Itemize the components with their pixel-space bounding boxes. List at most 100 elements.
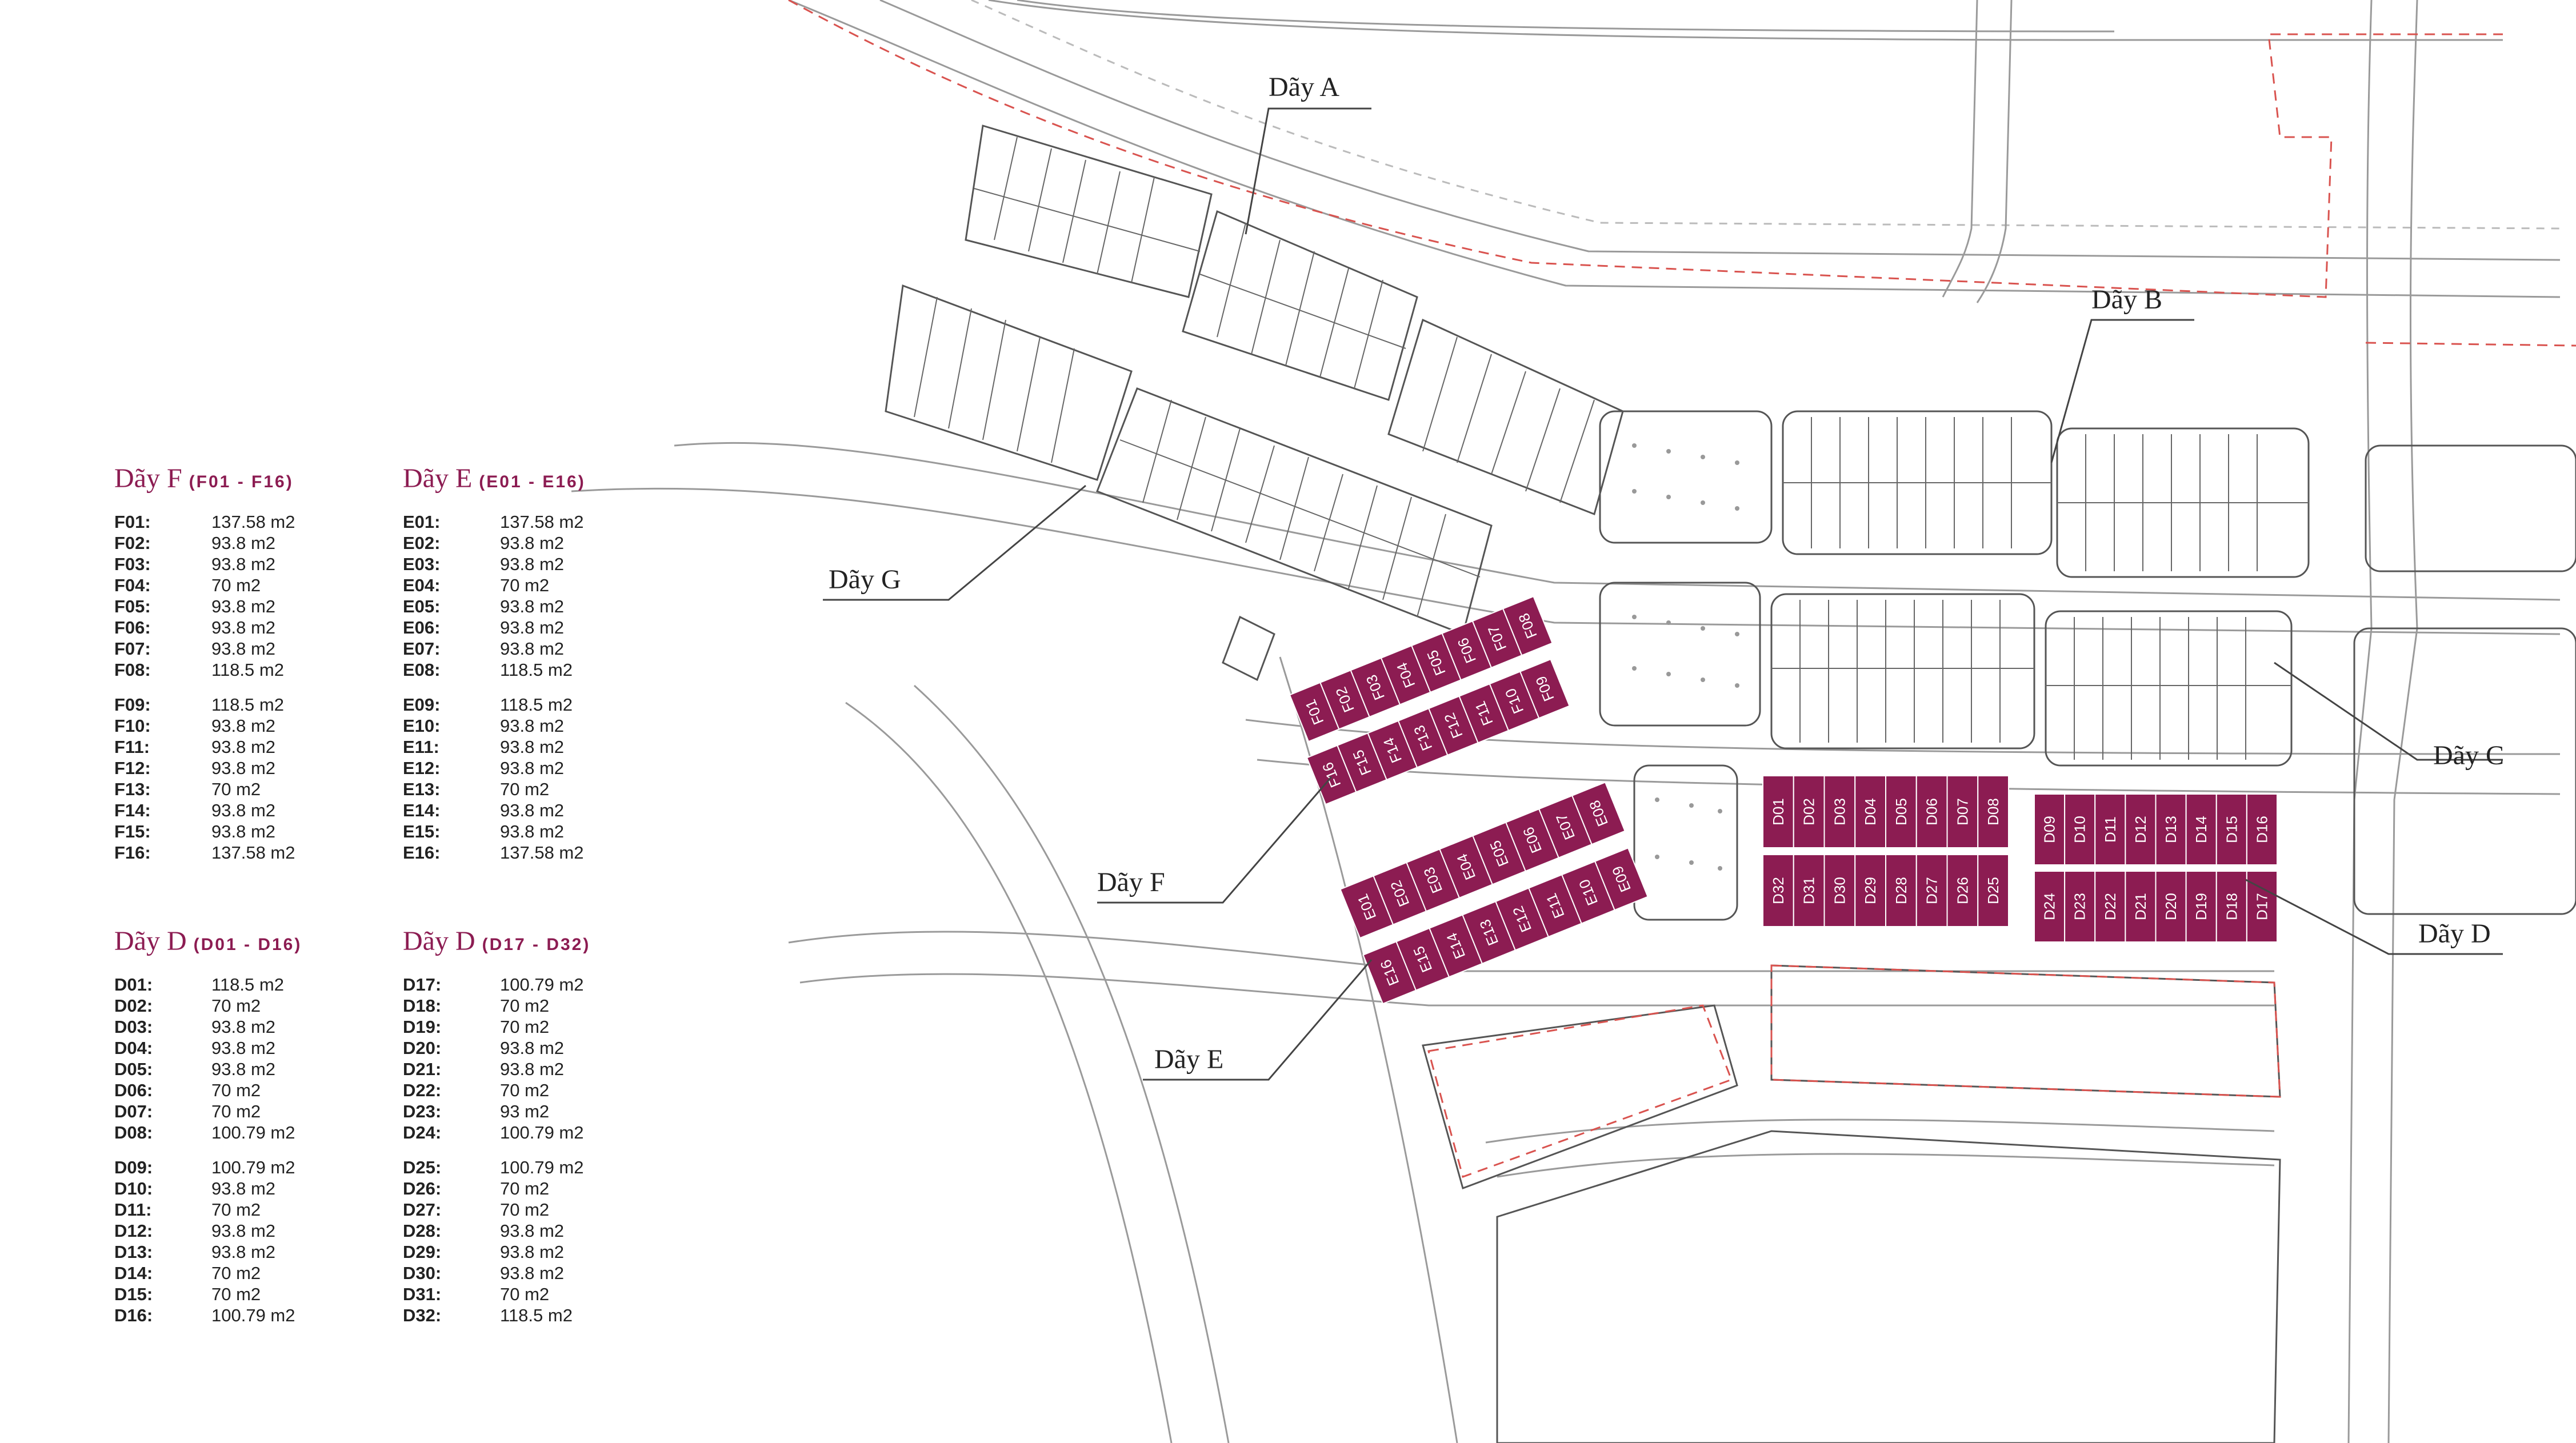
plot-cell[interactable] (1915, 775, 1948, 848)
plot-cell[interactable] (2094, 871, 2126, 943)
plot-code: D04: (114, 1038, 153, 1058)
plot-code: D31: (403, 1284, 442, 1304)
plot-cell[interactable] (1946, 775, 1979, 848)
plot-label: D08 (1985, 798, 2002, 825)
plot-cell[interactable] (1823, 775, 1856, 848)
plot-cell[interactable] (1977, 775, 2009, 848)
plot-cell[interactable] (2215, 793, 2247, 865)
plot-cell[interactable] (2185, 793, 2217, 865)
plot-cell[interactable] (1854, 854, 1886, 927)
plot-label: D11 (2102, 816, 2119, 843)
plot-cell[interactable] (1885, 775, 1917, 848)
plot-cell[interactable] (1793, 854, 1825, 927)
plot-cell[interactable] (1946, 854, 1979, 927)
plot-cell[interactable] (1977, 854, 2009, 927)
plot-code: F03: (114, 554, 151, 574)
legend-row: F02: 93.8 m2 (114, 532, 295, 554)
plot-area: 70 m2 (211, 996, 261, 1016)
legend-row: E03:93.8 m2 (403, 554, 586, 575)
plot-label: D09 (2041, 816, 2058, 843)
plot-area: 93.8 m2 (500, 1263, 565, 1283)
legend-row: D15:70 m2 (114, 1284, 302, 1305)
legend-row: D11:70 m2 (114, 1199, 302, 1220)
plot-label: D21 (2132, 893, 2149, 920)
plot-code: D16: (114, 1305, 153, 1325)
row-label-leaders (823, 107, 2503, 1081)
plot-area: 100.79 m2 (500, 1157, 584, 1177)
plot-label: D23 (2071, 893, 2089, 920)
plot-label: D31 (1801, 877, 1818, 904)
plot-label: D10 (2071, 816, 2089, 843)
plot-cell[interactable] (2155, 793, 2187, 865)
plot-label: D28 (1893, 877, 1910, 904)
plot-area: 93.8 m2 (500, 533, 565, 553)
legend-row: F07:93.8 m2 (114, 638, 295, 659)
plot-cell[interactable] (2064, 871, 2096, 943)
legend-row: D12:93.8 m2 (114, 1220, 302, 1241)
plot-area: 137.58 m2 (211, 843, 295, 863)
plot-area: 93.8 m2 (211, 1179, 276, 1199)
plot-area: 137.58 m2 (500, 843, 584, 863)
plot-cell[interactable] (1762, 775, 1794, 848)
plot-label: D22 (2102, 893, 2119, 920)
plot-cell[interactable] (1854, 775, 1886, 848)
plot-area: 118.5 m2 (211, 695, 284, 715)
plot-code: D23: (403, 1101, 442, 1121)
plot-label: D29 (1862, 877, 1879, 904)
plot-code: D03: (114, 1017, 153, 1037)
plot-area: 100.79 m2 (211, 1305, 295, 1325)
legend-row: D16: 100.79 m2 (114, 1305, 302, 1326)
legend-row: F01:137.58 m2 (114, 511, 295, 532)
legend-row: D07:70 m2 (114, 1101, 302, 1122)
plot-code: D15: (114, 1284, 153, 1304)
plot-area: 93.8 m2 (211, 533, 276, 553)
plot-cell[interactable] (2034, 793, 2066, 865)
plot-cell[interactable] (1823, 854, 1856, 927)
row-label-g: Dãy G (829, 564, 901, 595)
plot-label: D27 (1923, 877, 1941, 904)
plot-label: D02 (1801, 798, 1818, 825)
plot-cell[interactable] (2034, 871, 2066, 943)
plot-area: 93.8 m2 (211, 639, 276, 659)
plot-cell[interactable] (1793, 775, 1825, 848)
plot-area: 93.8 m2 (500, 1221, 565, 1241)
plot-cell[interactable] (1519, 658, 1570, 719)
legend-row: E14:93.8 m2 (403, 800, 586, 821)
plot-cell[interactable] (2094, 793, 2126, 865)
plot-cell[interactable] (1594, 847, 1649, 911)
plot-area: 93.8 m2 (211, 821, 276, 841)
plot-code: D17: (403, 975, 442, 995)
plot-code: D10: (114, 1179, 153, 1199)
plot-code: E16: (403, 843, 441, 863)
plot-cell[interactable] (1571, 781, 1626, 845)
legend-row: F10:93.8 m2 (114, 715, 295, 736)
plot-area: 93.8 m2 (211, 1221, 276, 1241)
legend-row: E11:93.8 m2 (403, 736, 586, 757)
legend-row: F04:70 m2 (114, 575, 295, 596)
plot-code: E04: (403, 575, 441, 595)
plot-cell[interactable] (2246, 793, 2278, 865)
plot-code: F09: (114, 695, 151, 715)
plot-area: 93.8 m2 (500, 737, 565, 757)
plot-code: F12: (114, 758, 151, 778)
row-label-f: Dãy F (1097, 867, 1165, 897)
plot-cell[interactable] (2155, 871, 2187, 943)
plot-cell[interactable] (1915, 854, 1948, 927)
plot-cell[interactable] (2064, 793, 2096, 865)
plot-area: 70 m2 (500, 575, 550, 595)
plot-code: F02: (114, 533, 151, 553)
plot-cell[interactable] (2125, 871, 2157, 943)
plot-area: 118.5 m2 (211, 660, 284, 680)
plot-cell[interactable] (1502, 595, 1553, 656)
plot-area: 93.8 m2 (211, 737, 276, 757)
row-label-d: Dãy D (2418, 919, 2491, 949)
plot-code: F14: (114, 800, 151, 820)
plot-cell[interactable] (2215, 871, 2247, 943)
plot-label: D24 (2041, 893, 2058, 920)
property-boundary-dashed (788, 0, 2576, 1178)
plot-area: 118.5 m2 (500, 660, 573, 680)
